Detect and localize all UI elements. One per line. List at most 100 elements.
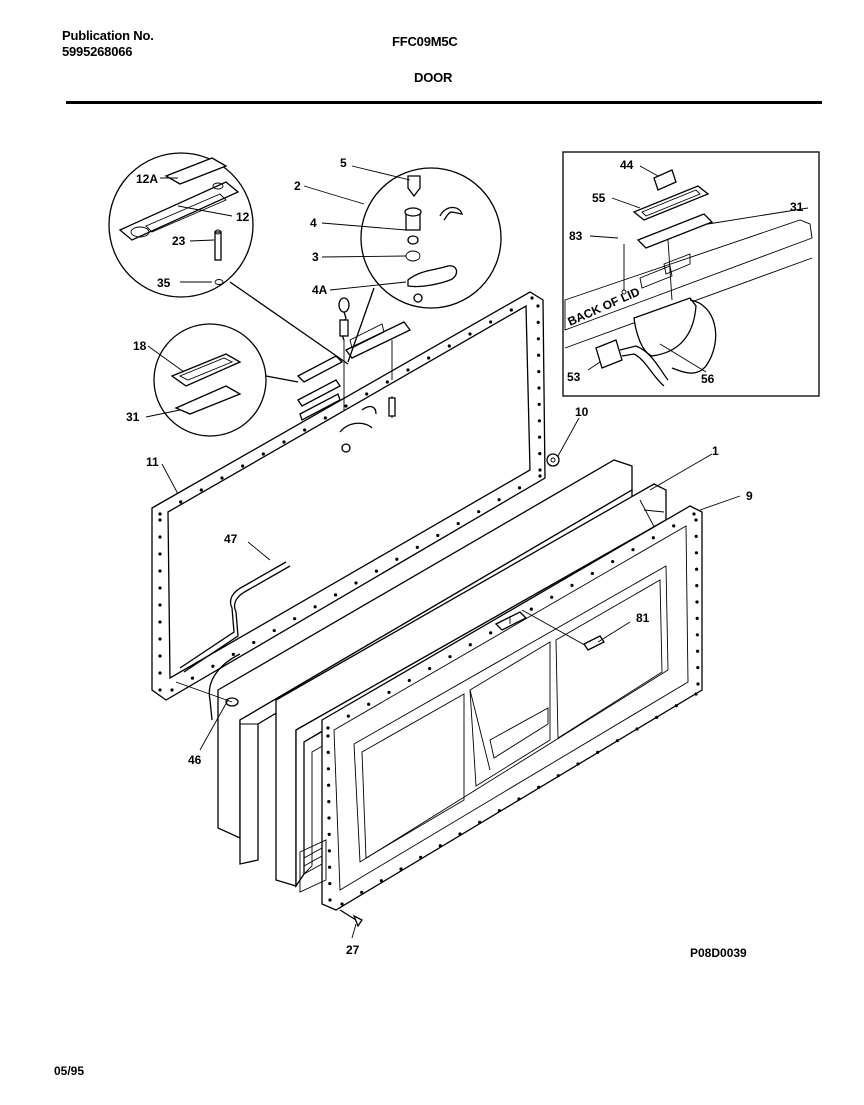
- label-12: 12: [236, 210, 250, 224]
- label-55: 55: [592, 191, 606, 205]
- label-5: 5: [340, 156, 347, 170]
- screw-hole: [694, 692, 698, 696]
- screw-hole: [327, 816, 331, 820]
- label-2: 2: [294, 179, 301, 193]
- screw-hole: [517, 486, 522, 490]
- screw-hole: [695, 633, 700, 637]
- label-83: 83: [569, 229, 583, 243]
- screw-hole: [696, 649, 700, 653]
- screw-hole: [328, 865, 332, 869]
- screw-hole: [158, 654, 162, 658]
- screw-hole: [695, 567, 699, 571]
- screw-hole: [672, 524, 676, 528]
- label-1: 1: [712, 444, 719, 458]
- screw-hole: [360, 890, 364, 894]
- detail-circle-hinge-cover: [108, 152, 349, 365]
- screw-hole: [340, 902, 344, 906]
- screw-hole: [631, 548, 635, 552]
- label-47: 47: [224, 532, 238, 546]
- screw-hole: [419, 855, 423, 859]
- screw-hole: [537, 785, 541, 789]
- screw-hole: [694, 551, 699, 555]
- screw-hole: [468, 643, 472, 647]
- screw-hole: [379, 879, 383, 883]
- screw-hole: [651, 536, 655, 540]
- screw-hole: [456, 521, 460, 526]
- label-27: 27: [346, 943, 360, 957]
- screw-hole: [458, 832, 462, 836]
- screw-hole: [536, 304, 540, 308]
- label-23: 23: [172, 234, 186, 248]
- publication-number: 5995268066: [62, 44, 133, 59]
- screw-hole: [436, 533, 440, 538]
- label-10: 10: [575, 405, 589, 419]
- screw-hole: [327, 832, 331, 837]
- label-81: 81: [636, 611, 650, 625]
- screw-hole: [497, 498, 501, 502]
- label-53: 53: [567, 370, 581, 384]
- label-11: 11: [146, 455, 159, 469]
- screw-hole: [489, 320, 493, 324]
- label-44: 44: [620, 158, 634, 172]
- screw-hole: [327, 783, 331, 787]
- label-12a: 12A: [136, 172, 158, 186]
- screw-hole: [158, 569, 162, 573]
- liner-handle-part-81: [494, 609, 605, 651]
- screw-hole: [231, 652, 235, 656]
- screw-hole: [220, 476, 224, 480]
- screw-hole: [556, 774, 560, 778]
- label-4: 4: [310, 216, 317, 230]
- screw-hole: [385, 380, 389, 384]
- screw-hole: [615, 739, 619, 743]
- screw-hole: [326, 726, 330, 730]
- model-number: FFC09M5C: [392, 34, 458, 49]
- screw-hole: [158, 512, 162, 516]
- screw-hole: [489, 631, 493, 635]
- screw-hole: [538, 468, 542, 472]
- screw-hole: [252, 640, 256, 645]
- label-4a: 4A: [312, 283, 328, 297]
- screw-hole: [158, 552, 162, 556]
- screw-hole: [399, 867, 403, 871]
- screw-hole: [158, 637, 162, 641]
- screw-hole: [365, 392, 369, 396]
- screw-hole: [655, 715, 659, 719]
- screw-hole: [692, 512, 696, 516]
- screw-hole: [346, 714, 350, 718]
- publication-label: Publication No.: [62, 28, 154, 43]
- screw-hole: [537, 353, 541, 357]
- screw-hole: [517, 797, 521, 801]
- screw-hole: [293, 617, 297, 621]
- lock-hardware-on-door: [296, 297, 411, 453]
- screw-hole: [696, 682, 700, 686]
- detail-circle-lock: [347, 167, 502, 363]
- screw-hole: [261, 452, 265, 456]
- screw-hole: [199, 488, 203, 492]
- detail-back-of-lid: [562, 151, 820, 397]
- label-18: 18: [133, 339, 147, 353]
- label-3: 3: [312, 250, 319, 264]
- screw-hole: [611, 559, 615, 564]
- screw-hole: [536, 320, 540, 324]
- header-rule: [66, 101, 822, 104]
- screw-hole: [447, 344, 451, 348]
- screw-hole: [428, 666, 432, 671]
- leader-lines: [145, 165, 809, 939]
- screw-hole: [158, 688, 162, 692]
- screw-hole: [327, 800, 331, 804]
- screw-hole: [158, 671, 162, 675]
- screw-hole: [538, 452, 542, 456]
- screw-hole: [537, 370, 541, 374]
- screw-hole: [241, 464, 245, 468]
- label-35: 35: [157, 276, 171, 290]
- screw-hole: [468, 332, 472, 336]
- screw-hole: [326, 734, 330, 738]
- screw-hole: [448, 655, 452, 659]
- screw-hole: [374, 569, 379, 573]
- screw-hole: [158, 535, 162, 539]
- screw-hole: [327, 849, 331, 853]
- screw-hole: [497, 809, 501, 813]
- screw-hole: [328, 898, 332, 902]
- screw-hole: [537, 386, 541, 390]
